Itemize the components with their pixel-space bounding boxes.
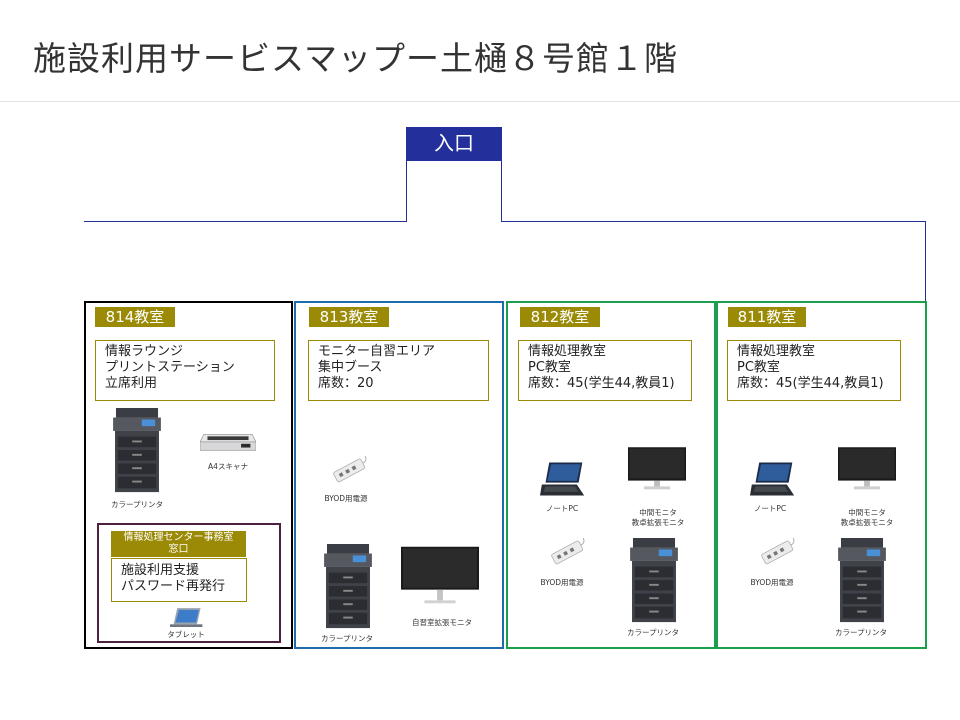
corridor-wall bbox=[501, 221, 926, 222]
monitor-icon bbox=[628, 446, 686, 492]
laptop-label: ノートPC bbox=[545, 504, 579, 513]
corridor-wall bbox=[84, 221, 407, 222]
scanner-icon bbox=[200, 428, 256, 454]
laptop-label: ノートPC bbox=[753, 504, 787, 513]
power-strip-icon bbox=[548, 538, 588, 566]
room-813 bbox=[294, 301, 504, 649]
power-strip-icon bbox=[330, 456, 370, 484]
monitor-icon bbox=[838, 446, 896, 492]
monitor-label: 自習室拡張モニタ bbox=[412, 618, 472, 627]
corridor-wall bbox=[406, 161, 407, 222]
power-strip-label: BYOD用電源 bbox=[324, 494, 368, 503]
monitor-label-line: 中間モニタ bbox=[639, 508, 677, 517]
room-813-info: モニター自習エリア 集中ブース 席数：20 bbox=[308, 340, 489, 401]
room-811-info-line: PC教室 bbox=[737, 360, 780, 375]
office-tag-line: 窓口 bbox=[168, 544, 189, 555]
color-printer-icon bbox=[836, 538, 888, 624]
room-814-info: 情報ラウンジ プリントステーション 立席利用 bbox=[95, 340, 275, 401]
room-811-info-line: 情報処理教室 bbox=[737, 344, 816, 359]
laptop-icon bbox=[750, 460, 796, 498]
room-812-tag: 812教室 bbox=[520, 307, 600, 327]
office-info: 施設利用支援 パスワード再発行 bbox=[111, 558, 247, 602]
power-strip-icon bbox=[758, 538, 798, 566]
corridor-wall bbox=[925, 221, 926, 301]
room-812 bbox=[506, 301, 716, 649]
tablet-label: タブレット bbox=[167, 630, 205, 639]
monitor-icon bbox=[401, 546, 479, 606]
room-812-info-line: PC教室 bbox=[528, 360, 571, 375]
power-strip-label: BYOD用電源 bbox=[750, 578, 794, 587]
room-812-info: 情報処理教室 PC教室 席数：45(学生44,教員1) bbox=[518, 340, 692, 401]
color-printer-icon bbox=[113, 408, 161, 494]
monitor-label-line: 教卓拡張モニタ bbox=[631, 518, 685, 527]
room-812-info-line: 情報処理教室 bbox=[528, 344, 607, 359]
room-812-info-line: 席数：45(学生44,教員1) bbox=[528, 376, 675, 391]
room-813-info-line: モニター自習エリア bbox=[318, 344, 436, 359]
color-printer-label: カラープリンタ bbox=[626, 628, 680, 637]
tablet-icon bbox=[170, 606, 206, 630]
room-814-info-line: 立席利用 bbox=[105, 376, 158, 391]
room-814-tag: 814教室 bbox=[95, 307, 175, 327]
entrance-label: 入口 bbox=[406, 127, 502, 161]
room-814-info-line: 情報ラウンジ bbox=[105, 344, 184, 359]
title-divider bbox=[0, 101, 960, 102]
room-811-info-line: 席数：45(学生44,教員1) bbox=[737, 376, 884, 391]
color-printer-icon bbox=[322, 544, 374, 630]
room-813-tag: 813教室 bbox=[309, 307, 389, 327]
office-info-line: 施設利用支援 bbox=[121, 563, 200, 578]
scanner-label: A4スキャナ bbox=[208, 462, 248, 471]
room-813-info-line: 席数：20 bbox=[318, 376, 374, 391]
room-811-info: 情報処理教室 PC教室 席数：45(学生44,教員1) bbox=[727, 340, 901, 401]
page-title: 施設利用サービスマップー土樋８号館１階 bbox=[33, 39, 679, 78]
color-printer-label: カラープリンタ bbox=[834, 628, 888, 637]
monitor-label-line: 教卓拡張モニタ bbox=[840, 518, 894, 527]
office-info-line: パスワード再発行 bbox=[121, 579, 226, 594]
office-area bbox=[97, 523, 281, 643]
room-811 bbox=[716, 301, 927, 649]
room-814 bbox=[84, 301, 293, 649]
monitor-label-line: 中間モニタ bbox=[848, 508, 886, 517]
corridor-wall bbox=[501, 161, 502, 222]
color-printer-label: カラープリンタ bbox=[110, 500, 164, 509]
color-printer-icon bbox=[628, 538, 680, 624]
monitor-label: 中間モニタ 教卓拡張モニタ bbox=[620, 508, 696, 528]
laptop-icon bbox=[540, 460, 586, 498]
power-strip-label: BYOD用電源 bbox=[540, 578, 584, 587]
monitor-label: 中間モニタ 教卓拡張モニタ bbox=[829, 508, 905, 528]
office-tag: 情報処理センター事務室 窓口 bbox=[111, 531, 246, 557]
office-tag-line: 情報処理センター事務室 bbox=[123, 532, 234, 543]
room-811-tag: 811教室 bbox=[728, 307, 806, 327]
room-813-info-line: 集中ブース bbox=[318, 360, 383, 375]
room-814-info-line: プリントステーション bbox=[105, 360, 235, 375]
color-printer-label: カラープリンタ bbox=[320, 634, 374, 643]
